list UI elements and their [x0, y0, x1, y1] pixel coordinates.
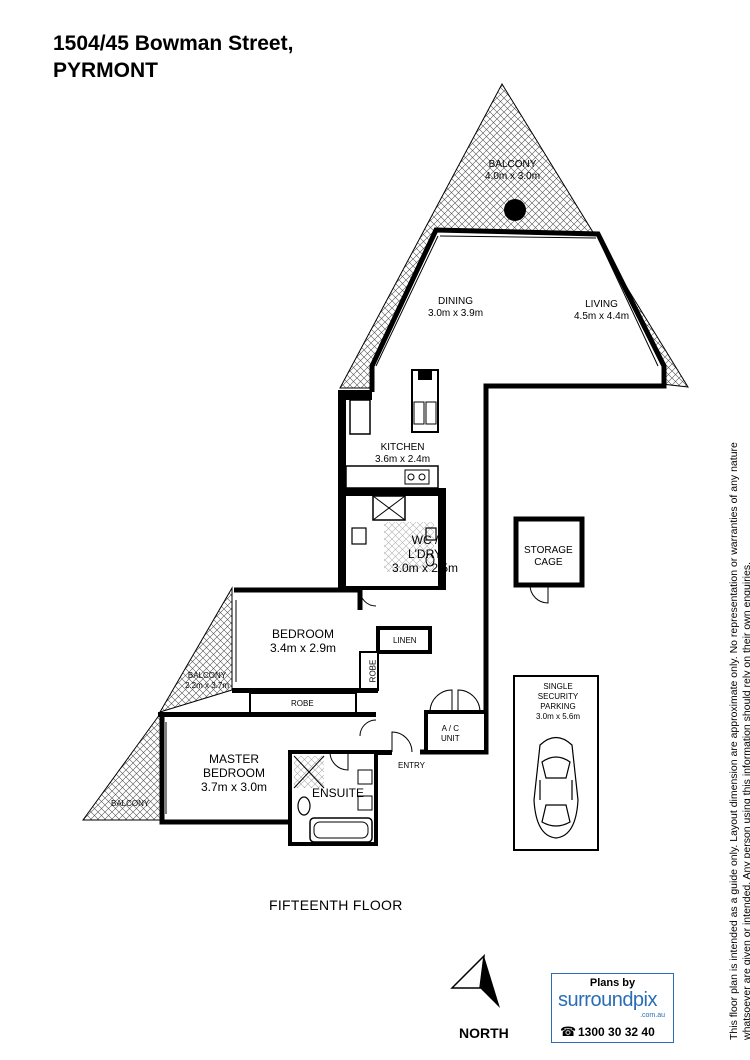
phone-icon: ☎ [560, 1024, 577, 1039]
north-arrow-icon [450, 953, 500, 1008]
ac-unit [424, 710, 488, 754]
bedroom-walls [234, 587, 363, 610]
living-dining-room [372, 232, 662, 388]
logo-plans-by: Plans by [589, 977, 636, 989]
parking-bay [513, 675, 599, 851]
disclaimer-line-2: whatsoever are given or intended. Any pe… [741, 561, 750, 1040]
car-icon [533, 736, 579, 839]
robe-small-label: ROBE [368, 659, 378, 683]
property-address: 1504/45 Bowman Street, PYRMONT [53, 30, 293, 84]
logo-domain: .com.au [640, 1012, 665, 1019]
entry-label: ENTRY [398, 761, 425, 770]
master-bedroom-walls [159, 714, 288, 825]
kitchen-island [411, 369, 439, 433]
north-label: NORTH [459, 1025, 509, 1041]
column-circle [504, 199, 526, 221]
logo-phone: 1300 30 32 40 [578, 1025, 655, 1039]
logo-brand: surroundpix [558, 989, 658, 1011]
surroundpix-logo: Plans by surroundpix .com.au ☎ 1300 30 3… [551, 973, 674, 1043]
storage-cage [513, 516, 585, 588]
bathtub [309, 817, 373, 843]
disclaimer: This floor plan is intended as a guide o… [728, 0, 750, 1040]
address-line-2: PYRMONT [53, 59, 158, 82]
ensuite-label: ENSUITE [312, 786, 365, 800]
linen-label: LINEN [393, 636, 417, 645]
disclaimer-line-1: This floor plan is intended as a guide o… [728, 442, 740, 1040]
kitchen-bench [345, 465, 439, 489]
address-line-1: 1504/45 Bowman Street, [53, 32, 294, 55]
linen-cupboard [376, 626, 432, 654]
living-wall [369, 227, 667, 755]
balcony-bottom-label: BALCONY [111, 799, 150, 808]
floor-label: FIFTEENTH FLOOR [269, 897, 403, 913]
robe-long-label: ROBE [291, 699, 314, 708]
kitchen-wall-left [338, 390, 346, 590]
